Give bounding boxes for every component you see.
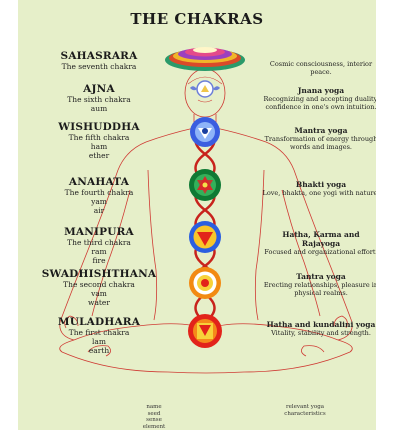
chakra-mantra: vam — [91, 289, 107, 298]
chakra-element: air — [93, 206, 105, 215]
chakra-mantra: aum — [90, 104, 108, 113]
yoga-description: Recognizing and accepting duality, confi… — [263, 95, 376, 111]
chakra-mantra: lam — [92, 337, 106, 346]
muladhara-chakra-icon — [188, 314, 222, 348]
yoga-name: Hatha and kundalini yoga — [266, 320, 376, 329]
chakra-element: water — [88, 298, 110, 307]
legend-item: name — [146, 404, 162, 410]
chakra-name: AJNA — [83, 83, 115, 95]
chakra-subtitle: The first chakra — [68, 328, 130, 337]
chakra-subtitle: The fifth chakra — [68, 133, 130, 142]
wishuddha-chakra-icon — [190, 117, 220, 147]
yoga-description: Focused and organizational effort. — [264, 248, 376, 256]
yoga-description: Erecting relationships, pleasure in phys… — [263, 281, 376, 297]
chakra-element: ether — [88, 151, 110, 160]
chakra-name: MULADHARA — [57, 316, 141, 328]
yoga-block-sahasrara: Cosmic consciousness, interior peace. — [262, 60, 376, 76]
chakra-name: MANIPURA — [64, 226, 134, 238]
meditating-figure — [18, 0, 376, 430]
chakra-name: SAHASRARA — [60, 50, 138, 62]
chakra-subtitle: The fourth chakra — [64, 188, 134, 197]
chakra-mantra: yam — [91, 197, 107, 206]
anahata-chakra-icon — [189, 169, 221, 201]
legend-left: name seed sense element — [130, 404, 178, 430]
chakra-element: fire — [92, 256, 106, 265]
yoga-block-anahata: Bhakti yoga Love, bhakta, one yogi with … — [262, 180, 376, 197]
yoga-block-wishuddha: Mantra yoga Transformation of energy thr… — [262, 126, 376, 151]
legend-item: sense — [146, 417, 162, 423]
chakra-mantra: ham — [90, 142, 108, 151]
yoga-block-muladhara: Hatha and kundalini yoga Vitality, stabi… — [262, 320, 376, 337]
chakra-name: SWADHISHTHANA — [41, 268, 157, 280]
manipura-chakra-icon — [189, 221, 221, 253]
chakra-name: WISHUDDHA — [58, 121, 140, 133]
yoga-name: Bhakti yoga — [295, 180, 347, 189]
chakra-subtitle: The seventh chakra — [61, 62, 137, 71]
yoga-name: Mantra yoga — [294, 126, 348, 135]
yoga-block-manipura: Hatha, Karma and Rajayoga Focused and or… — [262, 230, 376, 256]
legend-right: relevant yoga characteristics — [280, 404, 330, 417]
chakra-mantra: ram — [91, 247, 107, 256]
swadhishthana-chakra-icon — [189, 267, 221, 299]
chakra-subtitle: The second chakra — [63, 280, 135, 289]
chakra-label-manipura: MANIPURA The third chakra ram fire — [24, 226, 174, 265]
yoga-description: Transformation of energy through words a… — [264, 135, 376, 151]
legend-item: characteristics — [284, 410, 326, 417]
legend-item: seed — [147, 410, 161, 417]
chakra-label-wishuddha: WISHUDDHA The fifth chakra ham ether — [24, 121, 174, 160]
yoga-name: Jnana yoga — [297, 86, 345, 95]
ajna-chakra-icon — [190, 80, 220, 98]
chakra-subtitle: The sixth chakra — [67, 95, 131, 104]
chakra-label-ajna: AJNA The sixth chakra aum — [24, 83, 174, 113]
yoga-block-ajna: Jnana yoga Recognizing and accepting dua… — [262, 86, 376, 111]
chakra-label-sahasrara: SAHASRARA The seventh chakra — [24, 50, 174, 71]
yoga-name: Tantra yoga — [296, 272, 346, 281]
chakra-subtitle: The third chakra — [67, 238, 131, 247]
chakra-label-swadhishthana: SWADHISHTHANA The second chakra vam wate… — [24, 268, 174, 307]
yoga-description: Love, bhakta, one yogi with nature. — [262, 189, 376, 197]
yoga-description: Cosmic consciousness, interior peace. — [269, 60, 373, 76]
poster-title: THE CHAKRAS — [130, 10, 264, 28]
sahasrara-lotus-icon — [165, 47, 245, 71]
legend-item: relevant yoga — [285, 404, 324, 410]
legend-item: element — [142, 423, 166, 430]
yoga-description: Vitality, stability and strength. — [271, 329, 371, 337]
face-detail — [187, 76, 223, 103]
chakra-element: earth — [88, 346, 110, 355]
chakra-name: ANAHATA — [68, 176, 130, 188]
chakra-poster: THE CHAKRAS SAHASRARA The seventh chakra… — [18, 0, 376, 430]
yoga-name: Hatha, Karma and Rajayoga — [282, 230, 360, 248]
chakra-label-anahata: ANAHATA The fourth chakra yam air — [24, 176, 174, 215]
chakra-label-muladhara: MULADHARA The first chakra lam earth — [24, 316, 174, 355]
yoga-block-swadhishthana: Tantra yoga Erecting relationships, plea… — [262, 272, 376, 297]
